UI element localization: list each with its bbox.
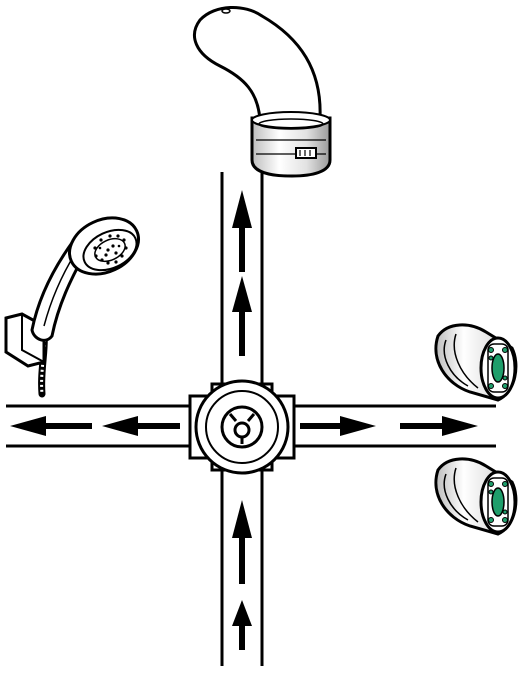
- flow-arrows-right: [300, 416, 478, 436]
- arrow-right-icon: [300, 416, 376, 436]
- diverter-cartridge-icon: [434, 323, 518, 402]
- flow-arrows-left: [10, 416, 180, 436]
- cartridge-accent: [491, 353, 505, 383]
- diverter-cartridge-icon: [434, 457, 518, 536]
- handshower-icon: [4, 216, 140, 398]
- pipe-horizontal-left: [6, 404, 192, 448]
- pipe-horizontal-right: [292, 404, 496, 448]
- arrow-up-icon: [232, 500, 252, 584]
- bath-spout-icon: [193, 5, 332, 178]
- arrow-up-icon: [232, 600, 252, 650]
- arrow-right-icon: [400, 416, 478, 436]
- spray-nozzles: [93, 234, 128, 265]
- pipe-vertical-bottom: [220, 470, 264, 666]
- arrow-up-icon: [232, 190, 252, 272]
- arrow-left-icon: [10, 416, 92, 436]
- arrow-left-icon: [102, 416, 180, 436]
- arrow-up-icon: [232, 276, 252, 356]
- flow-arrows-up-bottom: [232, 500, 252, 650]
- flow-arrows-up-top: [232, 190, 252, 356]
- pipe-vertical-top: [220, 172, 264, 384]
- cartridge-accent: [491, 487, 505, 517]
- diverter-valve-icon: [188, 379, 296, 475]
